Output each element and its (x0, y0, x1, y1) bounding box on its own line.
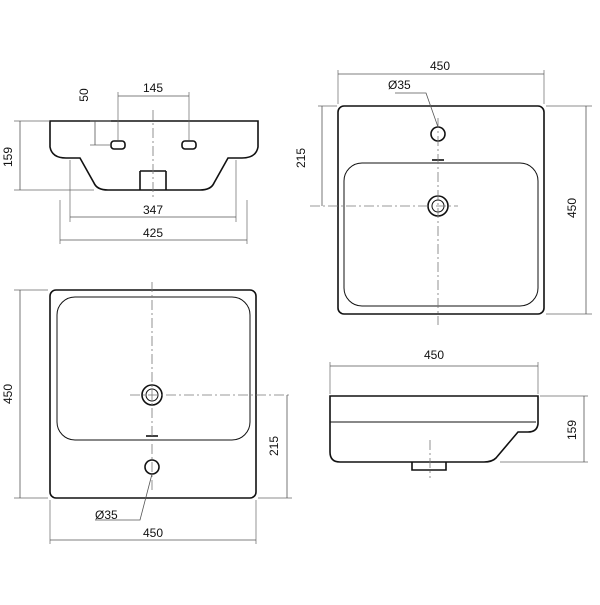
top-view-left-outline (49, 289, 257, 499)
dim-159-label: 159 (1, 147, 15, 167)
dim-450-bottom-label: 450 (143, 526, 163, 540)
dim-450-left-label: 450 (1, 384, 15, 404)
dim-159-side-label: 159 (565, 420, 579, 440)
side-view-outline (329, 395, 539, 463)
dim-215-left-label: 215 (267, 436, 281, 456)
dim-145-label: 145 (143, 81, 163, 95)
top-view-right-bowl (343, 162, 539, 307)
top-right-diameter-label: Ø35 (388, 78, 411, 92)
side-view: 450 159 (329, 348, 588, 478)
top-view-left-bowl (56, 296, 251, 441)
front-view-outline (49, 120, 259, 191)
dim-450-side-label: 450 (424, 348, 444, 362)
top-view-right: 450 Ø35 215 450 (294, 59, 592, 325)
front-view: 145 50 159 347 425 (1, 81, 259, 244)
front-tap-hole-left (110, 140, 126, 150)
top-right-diameter-leader (395, 92, 439, 128)
dim-450-right-label: 450 (565, 198, 579, 218)
dim-347-label: 347 (143, 203, 163, 217)
dim-50-label: 50 (77, 88, 91, 102)
side-view-drain (411, 462, 447, 471)
top-left-diameter-label: Ø35 (95, 508, 118, 522)
front-tap-hole-right (181, 140, 197, 150)
top-view-left: 450 215 Ø35 450 (1, 282, 292, 544)
top-left-diameter-leader (95, 473, 153, 521)
top-view-right-outline (337, 105, 545, 315)
dim-215-right-label: 215 (294, 148, 308, 168)
dim-450-top-label: 450 (430, 59, 450, 73)
dim-425-label: 425 (143, 226, 163, 240)
